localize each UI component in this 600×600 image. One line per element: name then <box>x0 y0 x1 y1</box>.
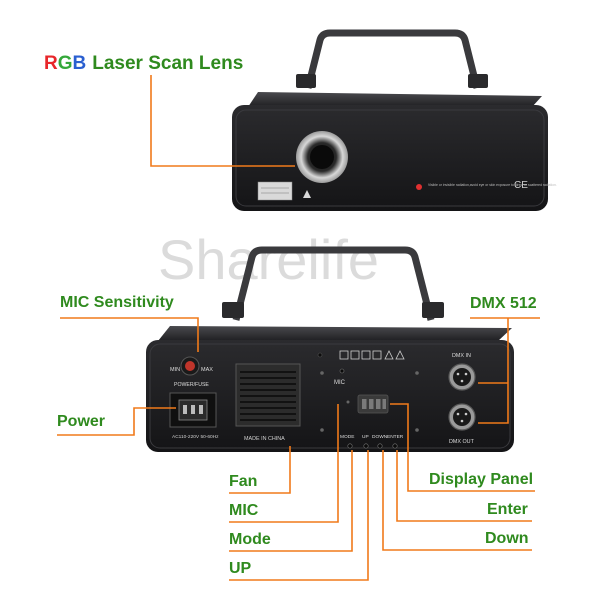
button-label-up: UP <box>362 434 369 440</box>
leader-fan <box>229 446 291 494</box>
knob-min-label: MIN <box>170 367 180 373</box>
enter-button[interactable] <box>392 443 398 449</box>
front-top-surface <box>248 92 542 107</box>
title-g: G <box>58 53 73 74</box>
front-unit: Visible or invisible radiation,avoid eye… <box>232 29 557 211</box>
warning-dot-icon <box>416 184 422 190</box>
leader-enter <box>396 450 532 522</box>
rear-handle-knob-right <box>422 302 444 318</box>
callouts: MIC Sensitivity Power DMX 512 Fan MIC Mo… <box>57 294 540 581</box>
fan-vents <box>240 371 296 421</box>
label-dmx512: DMX 512 <box>470 295 537 312</box>
label-enter: Enter <box>487 501 528 518</box>
screw <box>415 428 419 432</box>
leader-up <box>229 450 369 581</box>
title-r: R <box>44 53 58 74</box>
rear-handle <box>232 246 435 321</box>
label-mode: Mode <box>229 531 271 548</box>
mode-button[interactable] <box>347 443 353 449</box>
down-button[interactable] <box>377 443 383 449</box>
display-segments <box>362 399 386 409</box>
front-panel <box>232 105 548 211</box>
button-label-enter: ENTER <box>387 434 404 440</box>
power-fuse-label: POWER/FUSE <box>174 382 209 388</box>
label-down: Down <box>485 530 529 547</box>
dmx-out-label: DMX OUT <box>449 439 475 445</box>
certification-icons <box>339 350 405 360</box>
knob-max-label: MAX <box>201 367 213 373</box>
microphone <box>339 368 345 374</box>
warning-triangle-icon <box>303 190 311 198</box>
label-fan: Fan <box>229 473 257 490</box>
leader-mic-sensitivity <box>60 317 199 352</box>
button-label-down: DOWN <box>372 434 388 440</box>
front-handle <box>304 29 481 89</box>
laser-warning-text: Visible or invisible radiation,avoid eye… <box>428 183 557 187</box>
screw <box>320 371 324 375</box>
title-b: B <box>73 53 87 74</box>
button-label-mode: MODE <box>340 434 354 440</box>
screw <box>415 371 419 375</box>
made-in-label: MADE IN CHINA <box>244 436 285 442</box>
rear-handle-knob-left <box>222 302 244 318</box>
screw <box>317 352 323 358</box>
lens-leader-line <box>150 75 295 167</box>
leader-mode <box>229 450 353 552</box>
ce-mark-icon: CE <box>514 180 528 191</box>
watermark: Sharelife <box>158 228 379 291</box>
rear-unit: MIN MAX POWER/FUSE AC110-220V 50-60Hz MA… <box>146 246 514 452</box>
label-display-panel: Display Panel <box>429 471 533 488</box>
handle-knob-right <box>468 74 488 88</box>
rear-top-surface <box>158 326 512 341</box>
label-mic-sensitivity: MIC Sensitivity <box>60 294 174 311</box>
leader-power <box>57 407 176 436</box>
leader-dmx-out <box>478 318 509 424</box>
screw <box>320 428 324 432</box>
label-mic: MIC <box>229 502 259 519</box>
handle-knob-left <box>296 74 316 88</box>
title-text: Laser Scan Lens <box>92 53 243 74</box>
label-power: Power <box>57 413 105 430</box>
spec-sticker <box>257 181 293 201</box>
dmx-in-label: DMX IN <box>452 353 471 359</box>
voltage-label: AC110-220V 50-60Hz <box>172 434 219 440</box>
leader-down <box>382 450 532 551</box>
indicator-led <box>346 400 350 404</box>
label-up: UP <box>229 560 252 577</box>
mic-panel-label: MIC <box>334 380 346 386</box>
up-button[interactable] <box>363 443 369 449</box>
leader-display-panel <box>390 403 535 492</box>
leader-mic <box>229 404 339 523</box>
